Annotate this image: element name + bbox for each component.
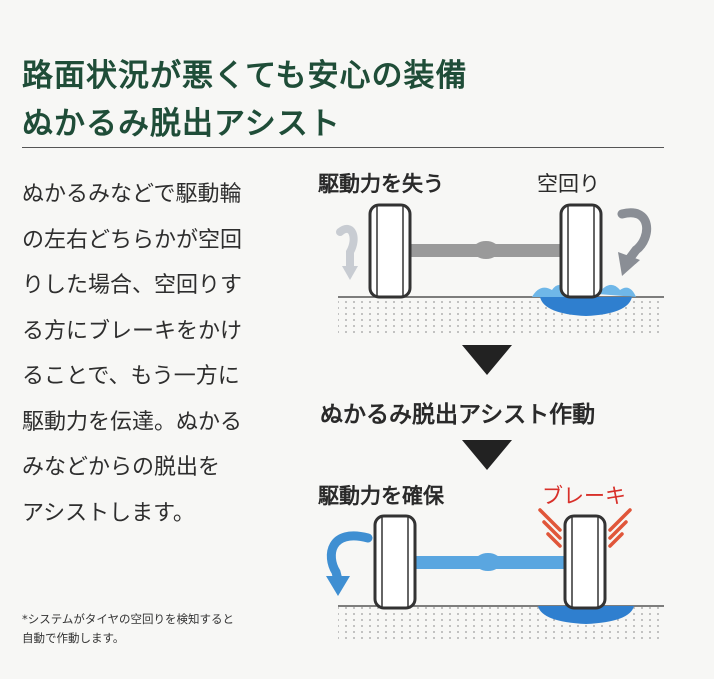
page-title-line1: 路面状況が悪くても安心の装備 <box>22 58 468 94</box>
label-wheel-spin: 空回り <box>537 172 600 196</box>
left-wheel-top <box>368 203 412 299</box>
label-brake: ブレーキ <box>542 484 626 508</box>
differential-top <box>473 241 499 259</box>
spin-arrow-icon <box>617 208 652 276</box>
footnote: *システムがタイヤの空回りを検知すると 自動で作動します。 <box>22 610 234 648</box>
footnote-line: 自動で作動します。 <box>22 631 125 645</box>
label-drive-lost: 駆動力を失う <box>318 172 444 196</box>
label-drive-secured: 駆動力を確保 <box>318 484 444 508</box>
brake-effect-icon <box>538 508 632 548</box>
description-line: の左右どちらかが空回 <box>22 227 243 253</box>
description-text: ぬかるみなどで駆動輪 の左右どちらかが空回 りした場合、空回りす る方にブレーキ… <box>22 172 292 536</box>
right-wheel-bottom <box>563 514 607 610</box>
title-divider <box>22 147 664 148</box>
bottom-scene <box>326 508 664 642</box>
description-line: ることで、もう一方に <box>22 364 240 389</box>
right-wheel-top <box>559 203 603 299</box>
description-line: りした場合、空回りす <box>22 273 243 298</box>
drive-arrow-icon <box>326 531 373 596</box>
description-line: 駆動力を伝達。ぬかる <box>22 409 243 435</box>
description-line: る方にブレーキをかけ <box>22 318 243 344</box>
top-scene <box>336 203 664 333</box>
mud-puddle <box>538 606 634 624</box>
footnote-line: *システムがタイヤの空回りを検知すると <box>22 612 235 626</box>
differential-bottom <box>475 553 501 571</box>
description-line: アシストします。 <box>22 500 195 526</box>
description-line: ぬかるみなどで駆動輪 <box>22 182 242 207</box>
label-assist-active: ぬかるみ脱出アシスト作動 <box>320 402 596 428</box>
down-arrow-icon <box>462 440 512 470</box>
rotation-arrow-icon <box>336 224 358 280</box>
page-title-line2: ぬかるみ脱出アシスト <box>22 106 341 142</box>
down-arrow-icon <box>462 345 512 375</box>
description-line: みなどからの脱出を <box>22 455 221 480</box>
mud-puddle <box>540 297 632 316</box>
left-wheel-bottom <box>373 514 417 610</box>
